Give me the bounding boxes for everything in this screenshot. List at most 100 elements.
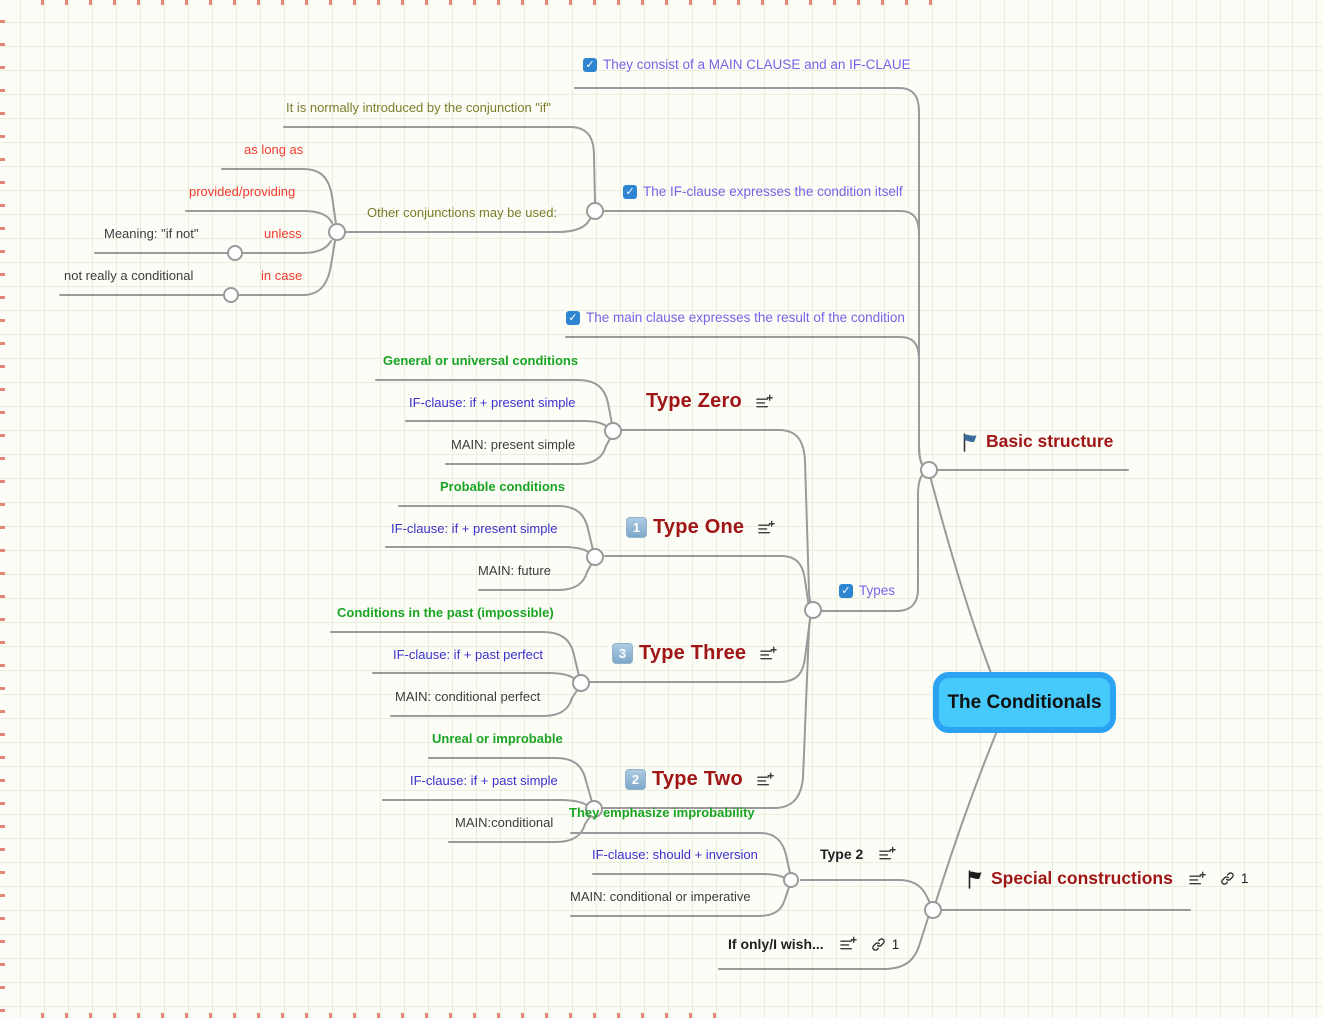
node-as-long-as[interactable]: as long as — [244, 142, 303, 157]
node-label: Meaning: "if not" — [104, 226, 199, 241]
add-note-icon — [839, 936, 857, 952]
edge-if-only — [718, 917, 929, 970]
node-unreal-improbable[interactable]: Unreal or improbable — [432, 731, 563, 746]
fold-handle[interactable] — [572, 674, 590, 692]
node-label: Type Two — [652, 768, 743, 790]
node-label: MAIN: conditional perfect — [395, 689, 541, 704]
add-note-icon — [760, 646, 777, 662]
node-label: Conditions in the past (impossible) — [337, 605, 554, 620]
node-type-one[interactable]: 1 Type One — [626, 516, 776, 539]
node-main-present-simple[interactable]: MAIN: present simple — [451, 437, 575, 452]
node-basic-structure[interactable]: Basic structure — [960, 431, 1113, 452]
edge-type-one — [604, 555, 814, 611]
edge-intro-if — [283, 126, 596, 204]
node-label: not really a conditional — [64, 268, 194, 283]
node-provided-providing[interactable]: provided/providing — [189, 184, 295, 199]
fold-handle[interactable] — [586, 548, 604, 566]
fold-handle[interactable] — [604, 422, 622, 440]
node-label: Unreal or improbable — [432, 731, 563, 746]
node-if-past-perfect[interactable]: IF-clause: if + past perfect — [393, 647, 543, 662]
keycap-3-icon: 3 — [612, 643, 633, 664]
fold-handle[interactable] — [223, 287, 239, 303]
node-label: Probable conditions — [440, 479, 565, 494]
fold-handle[interactable] — [920, 461, 938, 479]
node-label: Basic structure — [986, 431, 1114, 451]
node-intro-if[interactable]: It is normally introduced by the conjunc… — [286, 100, 551, 115]
fold-handle[interactable] — [924, 901, 942, 919]
node-they-consist[interactable]: ✓ They consist of a MAIN CLAUSE and an I… — [583, 57, 911, 72]
keycap-1-icon: 1 — [626, 517, 647, 538]
edge-main-cond-imperative — [570, 886, 790, 917]
fold-handle[interactable] — [804, 601, 822, 619]
node-if-clause-expresses[interactable]: ✓ The IF-clause expresses the condition … — [623, 184, 903, 199]
node-main-conditional-perfect[interactable]: MAIN: conditional perfect — [395, 689, 540, 704]
edge-they-emphasize — [570, 832, 791, 874]
fold-handle[interactable] — [586, 202, 604, 220]
node-label: MAIN:conditional — [455, 815, 554, 830]
add-note-icon — [757, 772, 774, 788]
node-they-emphasize[interactable]: They emphasize improbability — [569, 805, 755, 820]
node-not-really-conditional[interactable]: not really a conditional — [64, 268, 193, 283]
checked-checkbox-icon: ✓ — [839, 583, 853, 598]
node-main-clause-expresses[interactable]: ✓ The main clause expresses the result o… — [566, 310, 905, 325]
node-types[interactable]: ✓ Types — [839, 583, 895, 598]
node-if-only-wish[interactable]: If only/I wish... 1 — [728, 936, 899, 952]
node-if-should-inversion[interactable]: IF-clause: should + inversion — [592, 847, 758, 862]
node-if-past-simple[interactable]: IF-clause: if + past simple — [410, 773, 558, 788]
node-type-2[interactable]: Type 2 — [820, 846, 897, 862]
node-label: Type Three — [639, 642, 747, 664]
central-node-label: The Conditionals — [947, 691, 1102, 713]
node-if-present-simple-zero[interactable]: IF-clause: if + present simple — [409, 395, 576, 410]
node-unless[interactable]: unless — [264, 226, 302, 241]
node-label: unless — [264, 226, 302, 241]
add-note-icon — [879, 846, 897, 862]
fold-handle[interactable] — [585, 800, 603, 818]
node-label: Special constructions — [991, 868, 1173, 888]
link-icon[interactable] — [871, 937, 886, 952]
node-label: Type 2 — [820, 846, 864, 862]
node-label: provided/providing — [189, 184, 296, 199]
node-if-present-simple-one[interactable]: IF-clause: if + present simple — [391, 521, 558, 536]
edge-main-cond-perfect — [390, 688, 579, 717]
checked-checkbox-icon: ✓ — [566, 310, 580, 325]
node-conditions-past[interactable]: Conditions in the past (impossible) — [337, 605, 554, 620]
edge-main-present — [445, 436, 612, 465]
node-label: IF-clause: if + past perfect — [393, 647, 543, 662]
node-special-constructions[interactable]: Special constructions 1 — [965, 868, 1248, 889]
central-node-the-conditionals[interactable]: The Conditionals — [933, 672, 1116, 733]
node-label: MAIN: conditional or imperative — [570, 889, 751, 904]
node-probable-conditions[interactable]: Probable conditions — [440, 479, 565, 494]
edge-provided — [185, 210, 333, 224]
node-label: as long as — [244, 142, 304, 157]
fold-handle[interactable] — [227, 245, 243, 261]
node-label: If only/I wish... — [728, 936, 824, 952]
edge-if-past-simple — [382, 799, 590, 808]
node-main-future[interactable]: MAIN: future — [478, 563, 551, 578]
edge-if-present-zero — [405, 420, 609, 429]
node-label: The IF-clause expresses the condition it… — [643, 184, 903, 199]
fold-handle[interactable] — [783, 872, 799, 888]
link-icon[interactable] — [1220, 871, 1235, 886]
node-type-two[interactable]: 2 Type Two — [625, 768, 774, 791]
checked-checkbox-icon: ✓ — [583, 57, 597, 72]
node-in-case[interactable]: in case — [261, 268, 302, 283]
node-label: MAIN: present simple — [451, 437, 576, 452]
node-main-conditional-imperative[interactable]: MAIN: conditional or imperative — [570, 889, 751, 904]
node-label: Other conjunctions may be used: — [367, 205, 558, 220]
node-label: Type One — [653, 516, 745, 538]
node-label: IF-clause: if + past simple — [410, 773, 558, 788]
node-type-three[interactable]: 3 Type Three — [612, 642, 777, 665]
node-main-conditional[interactable]: MAIN:conditional — [455, 815, 553, 830]
edge-if-clause-expresses — [600, 210, 930, 471]
node-other-conjunctions[interactable]: Other conjunctions may be used: — [367, 205, 557, 220]
edge-if-should — [592, 873, 786, 879]
node-label: IF-clause: should + inversion — [592, 847, 758, 862]
node-general-universal[interactable]: General or universal conditions — [383, 353, 578, 368]
node-type-zero[interactable]: Type Zero — [646, 390, 773, 413]
node-label: General or universal conditions — [383, 353, 579, 368]
node-label: Type Zero — [646, 390, 742, 412]
edge-central-to-special — [933, 730, 998, 909]
fold-handle[interactable] — [328, 223, 346, 241]
node-meaning-if-not[interactable]: Meaning: "if not" — [104, 226, 199, 241]
